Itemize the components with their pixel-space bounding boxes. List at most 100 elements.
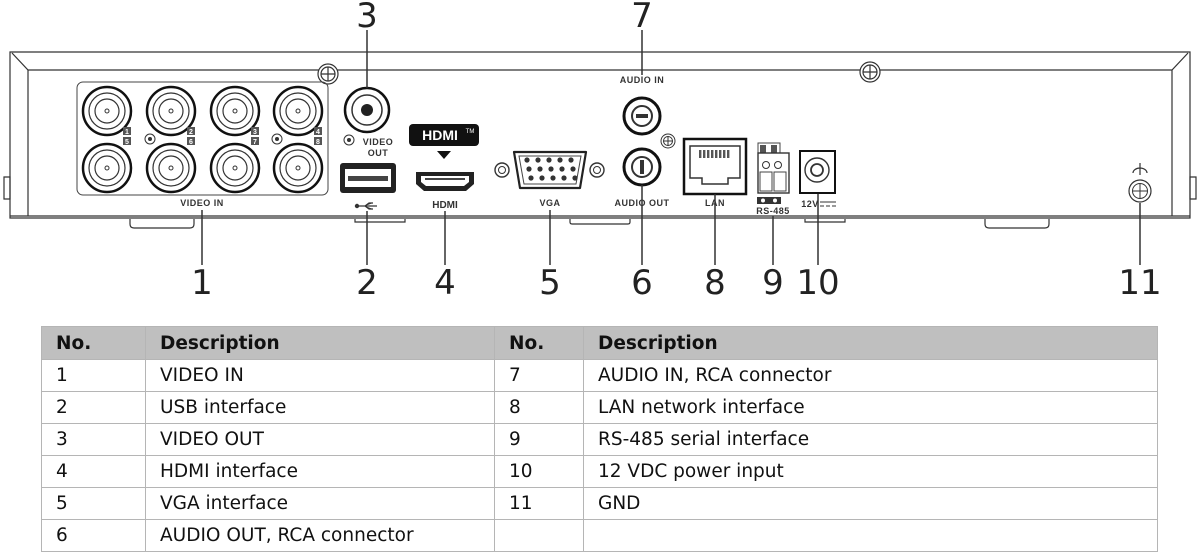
lan-pin xyxy=(719,150,722,158)
audio-in-port[interactable]: AUDIO IN xyxy=(620,75,665,136)
lan-pin xyxy=(715,150,718,158)
channel-number: 3 xyxy=(253,129,257,136)
header-no-right: No. xyxy=(494,326,584,360)
callout-number-5: 5 xyxy=(539,263,561,303)
channel-badge xyxy=(123,127,131,135)
vga-pin xyxy=(572,175,578,181)
channel-badge xyxy=(251,137,259,145)
vga-port[interactable]: VGA xyxy=(494,150,605,208)
hdmi-port[interactable]: HDMI TM HDMI xyxy=(409,124,479,211)
channel-number: 4 xyxy=(316,129,320,136)
vga-pin xyxy=(535,157,541,163)
video-out-port[interactable]: VIDEO OUT xyxy=(343,86,393,158)
channel-badge xyxy=(314,127,322,135)
channel-number: 7 xyxy=(253,139,257,146)
callout-group xyxy=(201,30,1141,265)
bnc-connector[interactable] xyxy=(272,142,324,194)
audio-in-label: AUDIO IN xyxy=(620,75,665,85)
lan-pin xyxy=(727,150,730,158)
table-header-row: No. Description No. Description xyxy=(41,326,1158,360)
power-label: 12V xyxy=(801,199,819,209)
cell-no: 8 xyxy=(494,391,584,424)
bnc-connector[interactable] xyxy=(145,85,197,137)
callout-number-11: 11 xyxy=(1118,263,1161,303)
bnc-connector[interactable] xyxy=(209,142,261,194)
lan-pin xyxy=(703,150,706,158)
lan-pin xyxy=(699,150,702,158)
callout-number-8: 8 xyxy=(704,263,726,303)
dc-symbol-icon xyxy=(820,201,836,207)
vga-pin xyxy=(526,166,532,172)
vga-pin xyxy=(570,166,576,172)
vga-pin xyxy=(561,175,567,181)
cell-no: 10 xyxy=(494,455,584,488)
callout-number-2: 2 xyxy=(356,263,378,303)
cell-description: USB interface xyxy=(145,391,495,424)
header-no-left: No. xyxy=(41,326,146,360)
vga-pin xyxy=(557,157,563,163)
usb-icon xyxy=(354,202,377,210)
vga-pin xyxy=(524,157,530,163)
vga-pin xyxy=(548,166,554,172)
cell-no: 6 xyxy=(41,519,146,552)
power-port[interactable]: 12V xyxy=(799,150,836,209)
callout-number-9: 9 xyxy=(762,263,784,303)
header-description-right: Description xyxy=(583,326,1158,360)
gnd-terminal[interactable] xyxy=(1128,163,1152,203)
vga-label: VGA xyxy=(539,198,560,208)
channel-number: 6 xyxy=(189,139,193,146)
usb-port[interactable] xyxy=(340,163,396,210)
cell-no: 3 xyxy=(41,423,146,456)
cell-description: 12 VDC power input xyxy=(583,455,1158,488)
cell-description: VGA interface xyxy=(145,487,495,520)
channel-badge xyxy=(187,137,195,145)
cell-description: AUDIO IN, RCA connector xyxy=(583,359,1158,392)
rs485-label: RS-485 xyxy=(756,206,790,216)
hdmi-tm: TM xyxy=(466,129,475,135)
arrow-down-icon xyxy=(437,151,451,159)
channel-number: 8 xyxy=(316,139,320,146)
vga-pin xyxy=(568,157,574,163)
lan-port[interactable]: LAN xyxy=(682,137,748,208)
channel-number: 1 xyxy=(125,129,129,136)
callout-number-1: 1 xyxy=(191,263,213,303)
cell-description: RS-485 serial interface xyxy=(583,423,1158,456)
chassis xyxy=(3,51,1197,229)
lan-pin xyxy=(723,150,726,158)
video-out-label-2: OUT xyxy=(368,148,389,158)
cell-description: VIDEO OUT xyxy=(145,423,495,456)
lan-pin xyxy=(711,150,714,158)
lan-pin xyxy=(707,150,710,158)
screw-center xyxy=(275,137,279,141)
cell-no: 9 xyxy=(494,423,584,456)
cell-no: 2 xyxy=(41,391,146,424)
hdmi-logo: HDMI xyxy=(422,127,458,143)
screw-icon xyxy=(317,63,339,85)
bnc-connector[interactable] xyxy=(81,142,133,194)
bnc-connector[interactable] xyxy=(209,85,261,137)
cell-no: 5 xyxy=(41,487,146,520)
rs485-port[interactable]: RS-485 xyxy=(756,142,790,216)
cell-no: 11 xyxy=(494,487,584,520)
callout-number-10: 10 xyxy=(796,263,839,303)
callout-number-6: 6 xyxy=(631,263,653,303)
vga-pin xyxy=(539,175,545,181)
hdmi-label: HDMI xyxy=(432,200,458,211)
bnc-connector[interactable] xyxy=(81,85,133,137)
vga-pin xyxy=(537,166,543,172)
header-description-left: Description xyxy=(145,326,495,360)
callout-numbers: 3 7 1 2 4 5 6 8 9 10 11 xyxy=(191,0,1161,303)
vga-pin xyxy=(559,166,565,172)
bnc-connector[interactable] xyxy=(272,85,324,137)
bnc-connector[interactable] xyxy=(145,142,197,194)
channel-number: 5 xyxy=(125,139,129,146)
screw-icon xyxy=(859,61,881,83)
